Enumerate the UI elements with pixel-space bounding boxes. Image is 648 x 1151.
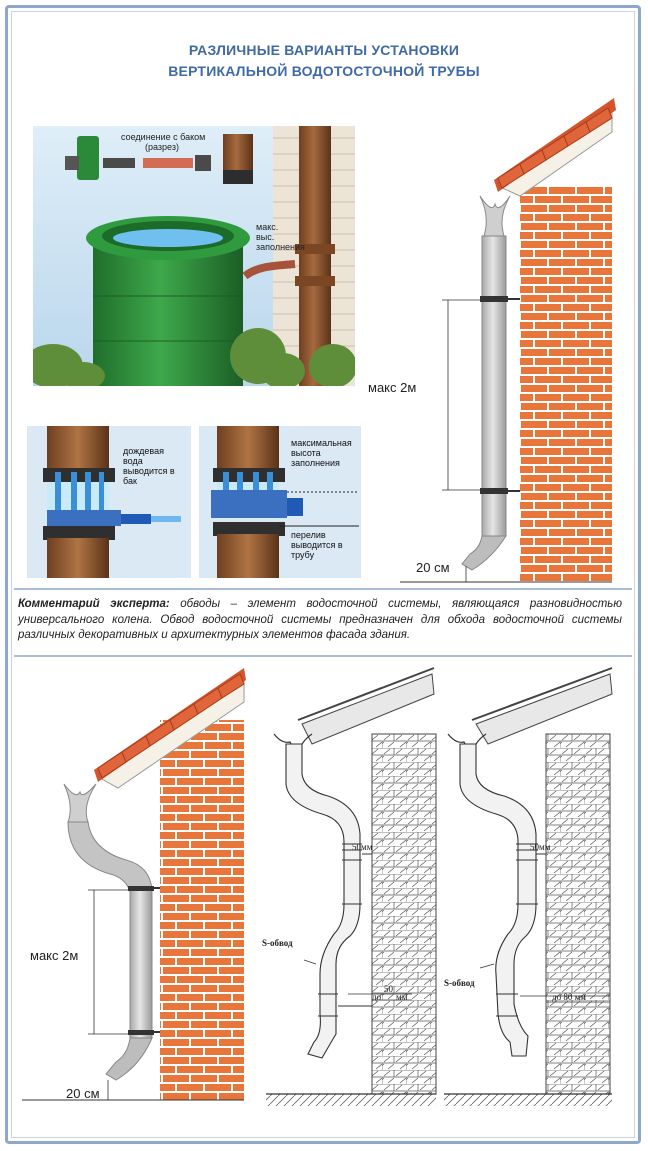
page-title: РАЗЛИЧНЫЕ ВАРИАНТЫ УСТАНОВКИ ВЕРТИКАЛЬНО…	[0, 40, 648, 82]
detail-right-drawing	[211, 426, 359, 578]
tank-drawing	[33, 126, 355, 386]
max-label-1: макс.	[256, 222, 279, 232]
s-left-num-label: 50	[384, 984, 393, 994]
s-left-s-label: S-обвод	[262, 938, 293, 948]
detail-left-label-1: дождевая	[123, 446, 164, 456]
comment-text: обводы – элемент водосточной системы, яв…	[18, 598, 623, 641]
connection-label-1: соединение с баком	[121, 132, 206, 142]
s-right-mm-label: 50мм	[530, 842, 551, 852]
separator-top	[14, 588, 632, 590]
s-right-to-label: до 80 мм	[552, 992, 586, 1002]
title-line-2: ВЕРТИКАЛЬНОЙ ВОДОТОСТОЧНОЙ ТРУБЫ	[168, 63, 480, 79]
max-label-3: заполнения	[256, 242, 305, 252]
top-right-bottom-dim: 20 см	[416, 560, 450, 575]
bottom-left-bottom-dim: 20 см	[66, 1086, 100, 1101]
detail-right-label-bottom-1: перелив	[291, 530, 326, 540]
detail-right-label-top-2: высота	[291, 448, 321, 458]
detail-left-label-3: выводится в	[123, 466, 175, 476]
detail-left-drawing	[43, 426, 181, 578]
detail-right-label-bottom-2: выводится в	[291, 540, 343, 550]
tank-illustration: соединение с баком (разрез) макс. выс. з…	[33, 126, 355, 386]
s-left-to-label: до	[372, 992, 382, 1002]
max-label-2: выс.	[256, 232, 275, 242]
comment-lead: Комментарий эксперта:	[18, 598, 170, 610]
detail-left-label-2: вода	[123, 456, 143, 466]
connection-label-2: (разрез)	[145, 142, 179, 152]
detail-right: максимальная высота заполнения перелив в…	[199, 426, 361, 578]
separator-bottom	[14, 655, 632, 657]
top-right-pipe-drawing	[400, 98, 616, 583]
s-left-mm-label: 50мм	[352, 842, 373, 852]
bottom-left-pipe-drawing	[22, 668, 246, 1101]
detail-right-label-bottom-3: трубу	[291, 550, 315, 560]
title-line-1: РАЗЛИЧНЫЕ ВАРИАНТЫ УСТАНОВКИ	[188, 42, 460, 58]
s-right-s-label: S-обвод	[444, 978, 475, 988]
s-offset-right-drawing	[444, 667, 613, 1106]
top-right-max-dim: макс 2м	[368, 380, 417, 395]
s-offset-left-drawing	[266, 667, 437, 1106]
inner-frame	[11, 11, 635, 1138]
detail-left-label-4: бак	[123, 476, 137, 486]
detail-left: дождевая вода выводится в бак	[27, 426, 191, 578]
expert-comment: Комментарий эксперта: обводы – элемент в…	[18, 597, 622, 644]
bottom-left-max-dim: макс 2м	[30, 948, 79, 963]
s-left-mm2-label: мм	[396, 992, 408, 1002]
detail-right-label-top-3: заполнения	[291, 458, 340, 468]
detail-right-label-top-1: максимальная	[291, 438, 352, 448]
